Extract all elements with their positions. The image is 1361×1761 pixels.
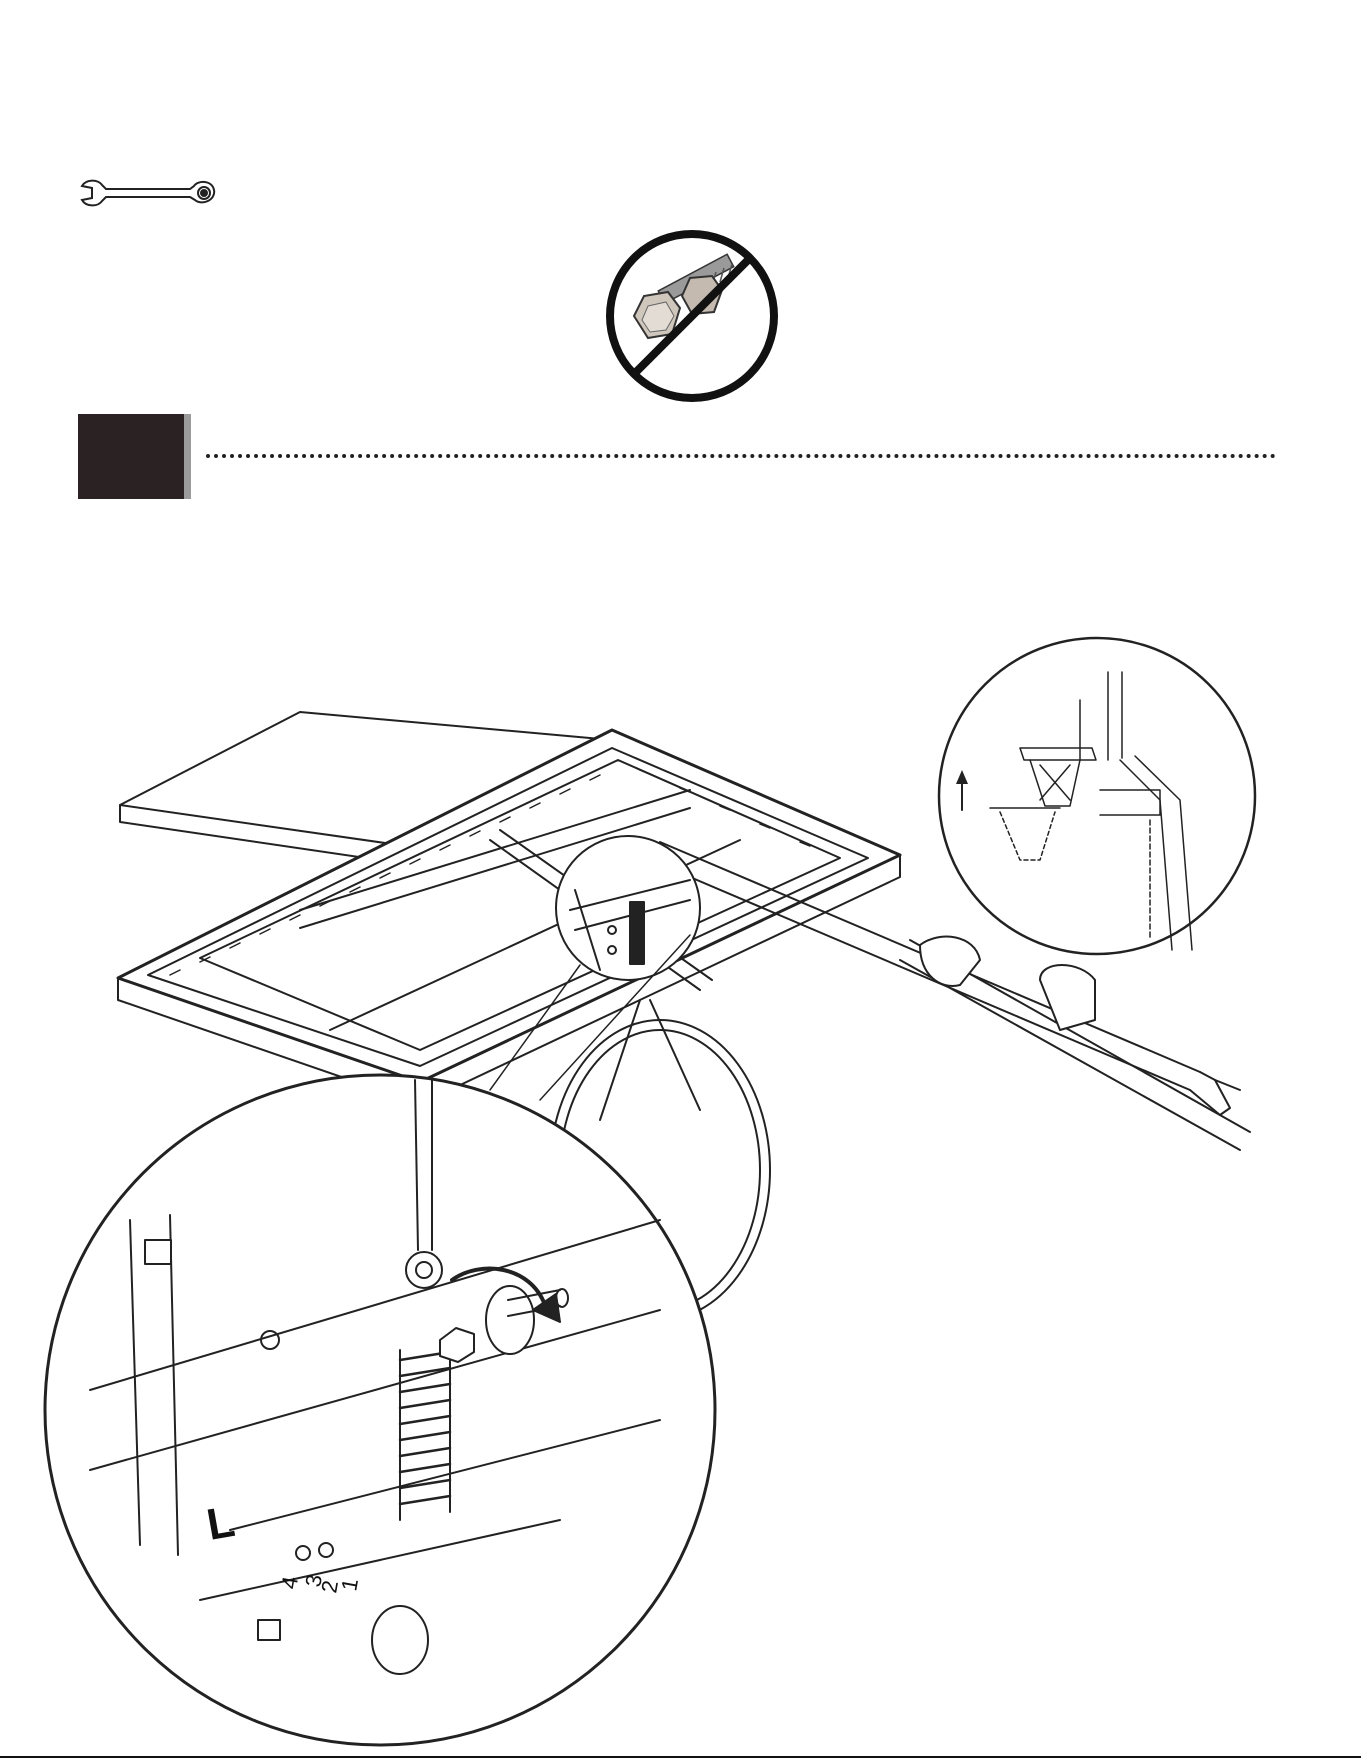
side-view-inset bbox=[939, 638, 1255, 954]
assembly-illustration: L 4 3 2 1 bbox=[0, 600, 1361, 1760]
step-number-block bbox=[78, 414, 191, 499]
step-divider bbox=[206, 454, 1276, 458]
wrench-icon bbox=[78, 176, 218, 210]
page-bottom-rule bbox=[0, 1756, 1361, 1758]
no-bolt-icon bbox=[604, 228, 780, 404]
